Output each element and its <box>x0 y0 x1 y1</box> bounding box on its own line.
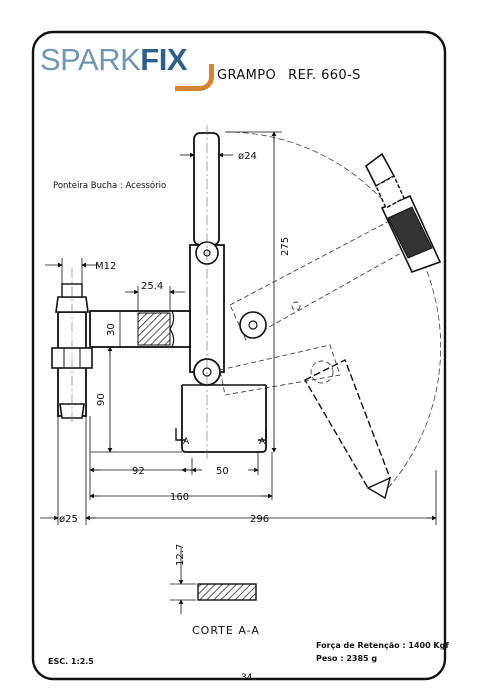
logo-text-spark: SPARK <box>40 42 141 77</box>
section-mark-left <box>175 428 186 441</box>
dim-d24: ø24 <box>238 151 257 162</box>
section-mark-right-label: A <box>259 437 266 447</box>
open-position-linkage <box>219 217 411 396</box>
drawing-title: GRAMPO REF. 660-S <box>217 68 361 83</box>
scale-label: ESC. 1:2.5 <box>48 657 94 666</box>
arm-section-hatch <box>137 312 171 346</box>
dim-275: 275 <box>280 237 291 256</box>
force-label: Força de Retenção : 1400 Kgf <box>316 641 449 650</box>
dim-12-7: 12.7 <box>175 544 186 566</box>
dim-25-4: 25.4 <box>141 281 163 292</box>
section-caption: CORTE A-A <box>192 624 260 637</box>
weight-label: Peso : 2385 g <box>316 654 378 663</box>
section-mark-right <box>258 428 267 441</box>
accessory-note: Ponteira Bucha : Acessório <box>53 181 167 191</box>
dim-90: 90 <box>96 393 107 406</box>
dim-296: 296 <box>250 514 269 525</box>
section-mark-left-label: A <box>183 437 190 447</box>
section-aa-profile <box>197 583 257 601</box>
open-pivot-hole <box>248 320 258 330</box>
vertical-handle <box>193 132 220 246</box>
dimension-lines <box>40 131 437 614</box>
dim-92: 92 <box>132 466 145 477</box>
open-handle-dashed <box>304 359 391 491</box>
dim-m12: M12 <box>95 261 116 272</box>
title-name: GRAMPO <box>217 68 277 83</box>
arm-break-line <box>169 310 175 348</box>
dim-50: 50 <box>216 466 229 477</box>
dim-30: 30 <box>106 323 117 336</box>
dim-160: 160 <box>170 492 189 503</box>
open-handle-tip <box>366 476 392 500</box>
base-block <box>181 385 267 453</box>
spindle-tip-icon <box>59 403 85 419</box>
title-ref: REF. 660-S <box>288 68 361 83</box>
frame-border <box>31 30 447 681</box>
logo-swoosh-icon <box>175 64 214 91</box>
sparkfix-logo: SPARKFIX <box>40 42 188 77</box>
dim-d25: ø25 <box>59 514 78 525</box>
page-number: 34 <box>241 673 253 683</box>
center-lines <box>71 125 208 460</box>
open-spindle <box>364 152 442 273</box>
